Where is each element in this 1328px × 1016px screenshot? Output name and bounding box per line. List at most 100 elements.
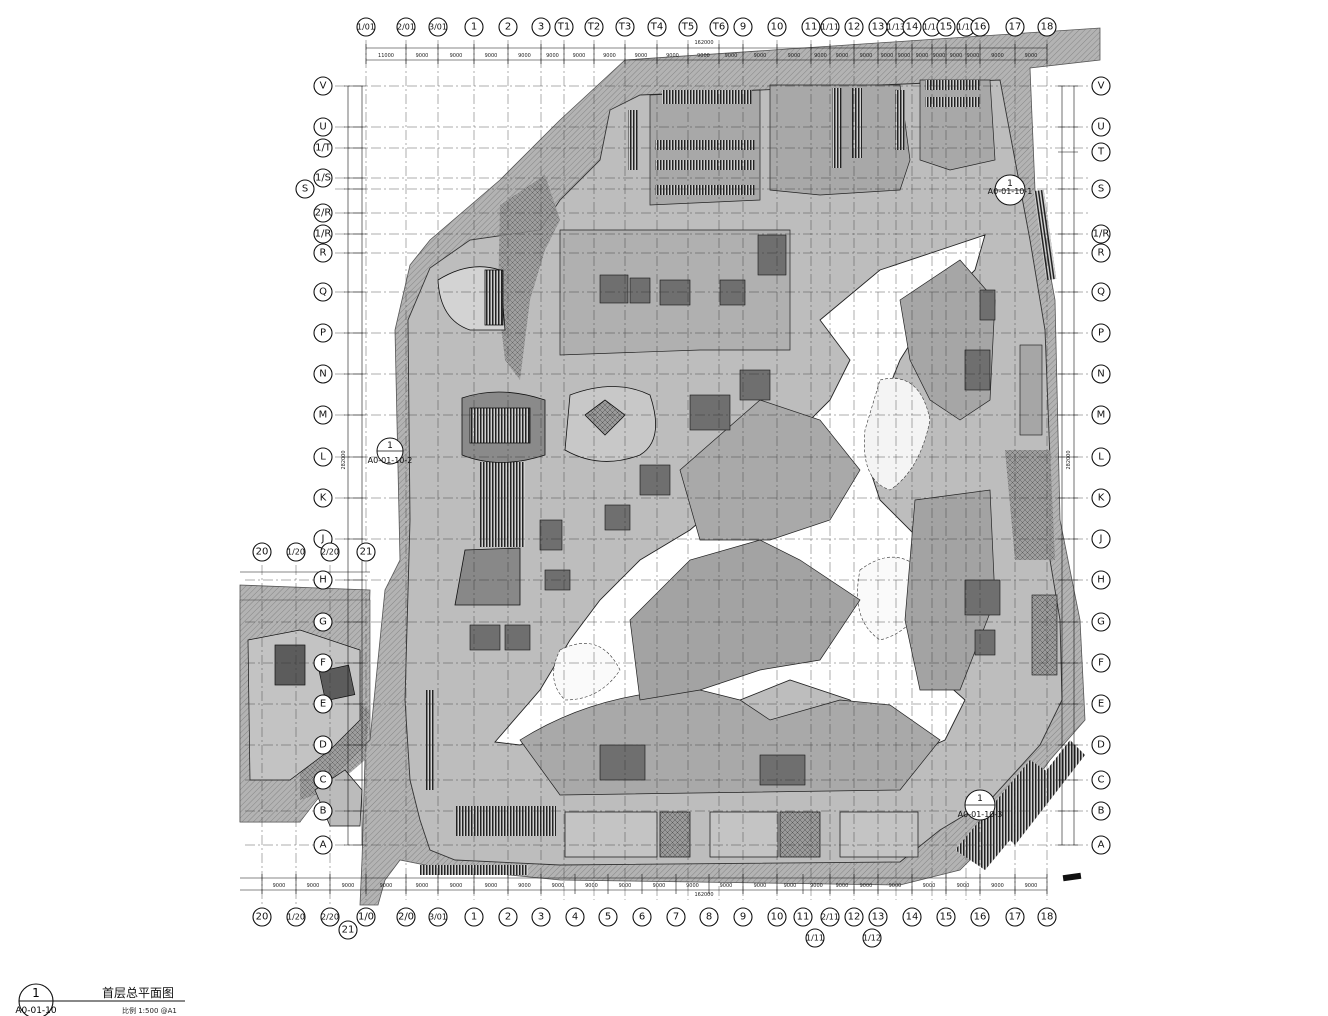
title-number: 1: [32, 986, 40, 1000]
svg-text:10: 10: [771, 912, 784, 923]
grid-bubble-left-20: C: [313, 770, 333, 790]
grid-bubble-bottom-17: 2/11: [820, 907, 840, 927]
bay-dim: 9000: [585, 883, 598, 889]
svg-text:2/20: 2/20: [321, 913, 339, 922]
svg-text:S: S: [1098, 184, 1104, 195]
grid-bubble-bottom-13: 8: [699, 907, 719, 927]
bay-dim: 9000: [898, 53, 911, 59]
grid-bubble-left-1: U: [313, 117, 333, 137]
grid-bubble-left-17: F: [313, 653, 333, 673]
grid-bubble-bottom-20: 14: [902, 907, 922, 927]
grid-bubble-top-17: 13: [868, 17, 888, 37]
svg-text:K: K: [320, 493, 327, 504]
bay-dim: 9000: [950, 53, 963, 59]
grid-bubble-annex-3: 21: [356, 542, 376, 562]
front-shops: [564, 811, 919, 858]
grid-bubble-right-19: B: [1091, 801, 1111, 821]
svg-text:Q: Q: [319, 287, 327, 298]
svg-text:R: R: [320, 248, 327, 259]
svg-text:D: D: [319, 740, 327, 751]
bay-dim: 9000: [635, 53, 648, 59]
callout-1: 1 A0-01-10-2: [368, 437, 412, 465]
grid-bubble-bottom-24: 18: [1037, 907, 1057, 927]
grid-bubble-top-21: 15: [936, 17, 956, 37]
svg-text:1/R: 1/R: [315, 229, 332, 240]
grid-bubble-left-12: L: [313, 447, 333, 467]
grid-bubble-top-19: 14: [902, 17, 922, 37]
svg-text:3: 3: [538, 912, 544, 923]
bay-dim: 9000: [923, 883, 936, 889]
grid-bubble-bottom-15: 10: [767, 907, 787, 927]
grid-bubble-left-13: K: [313, 488, 333, 508]
bay-dim: 9000: [653, 883, 666, 889]
grid-bubble-bottom-sub-2: 1/12: [862, 928, 882, 948]
bay-dim: 9000: [991, 883, 1004, 889]
bay-dim: 9000: [754, 53, 767, 59]
grid-bubble-bottom-2: 2/20: [320, 907, 340, 927]
svg-text:21: 21: [342, 925, 355, 936]
grid-bubble-right-18: C: [1091, 770, 1111, 790]
grid-bubble-left-8: Q: [313, 282, 333, 302]
bay-dim: 9000: [814, 53, 827, 59]
grid-bubble-right-13: H: [1091, 570, 1111, 590]
bay-dim: 9000: [991, 53, 1004, 59]
bay-dim: 9000: [666, 53, 679, 59]
svg-text:17: 17: [1009, 912, 1022, 923]
grid-bubble-left-4: S: [295, 179, 315, 199]
grid-bubble-right-15: F: [1091, 653, 1111, 673]
svg-text:2/01: 2/01: [397, 23, 415, 32]
grid-bubble-right-5: R: [1091, 243, 1111, 263]
grid-bubble-right-16: E: [1091, 694, 1111, 714]
svg-text:B: B: [1098, 806, 1105, 817]
grid-bubble-top-18: 1/13: [886, 17, 906, 37]
bay-dim: 9000: [450, 53, 463, 59]
callout-2-ref: A0-01-10-1: [988, 187, 1033, 196]
right-total-dimension: 282000: [1066, 450, 1072, 469]
bay-dim: 9000: [450, 883, 463, 889]
svg-text:H: H: [319, 575, 327, 586]
svg-text:1/R: 1/R: [1093, 229, 1110, 240]
parking-stalls: [420, 80, 1085, 875]
grid-bubble-annex-1: 1/20: [286, 542, 306, 562]
svg-text:M: M: [319, 410, 328, 421]
bay-dim: 9000: [686, 883, 699, 889]
svg-text:V: V: [320, 81, 327, 92]
grid-bubble-left-9: P: [313, 323, 333, 343]
bay-dim: 9000: [916, 53, 929, 59]
structural-grid-lines: [245, 40, 1090, 905]
bay-dim: 9000: [380, 883, 393, 889]
svg-text:3/01: 3/01: [429, 913, 447, 922]
svg-text:B: B: [320, 806, 327, 817]
svg-text:2/0: 2/0: [398, 912, 414, 923]
svg-text:20: 20: [256, 912, 269, 923]
svg-text:Q: Q: [1097, 287, 1105, 298]
retail-units: [519, 79, 996, 796]
svg-text:A: A: [320, 840, 327, 851]
svg-text:D: D: [1097, 740, 1105, 751]
grid-bubble-top-0: 1/01: [356, 17, 376, 37]
svg-text:1/15: 1/15: [957, 23, 975, 32]
grid-bubble-top-13: 10: [767, 17, 787, 37]
grid-bubble-right-6: Q: [1091, 282, 1111, 302]
svg-text:18: 18: [1041, 22, 1054, 33]
svg-text:M: M: [1097, 410, 1106, 421]
svg-text:1/01: 1/01: [357, 23, 375, 32]
top-total-dimension: 162000: [694, 40, 713, 46]
svg-text:9: 9: [740, 22, 746, 33]
scale-marker: [1062, 872, 1082, 882]
grid-bubble-top-1: 2/01: [396, 17, 416, 37]
bay-dim: 9000: [546, 53, 559, 59]
svg-text:17: 17: [1009, 22, 1022, 33]
svg-text:4: 4: [572, 912, 578, 923]
grid-bubble-bottom-11: 6: [632, 907, 652, 927]
bay-dim: 9000: [518, 883, 531, 889]
callout-2-number: 1: [1007, 179, 1013, 189]
svg-text:12: 12: [848, 22, 861, 33]
grid-bubble-top-4: 2: [498, 17, 518, 37]
svg-text:15: 15: [940, 912, 953, 923]
svg-text:J: J: [321, 534, 325, 545]
svg-text:2/11: 2/11: [821, 913, 839, 922]
svg-text:5: 5: [605, 912, 611, 923]
bay-dim: 9000: [889, 883, 902, 889]
